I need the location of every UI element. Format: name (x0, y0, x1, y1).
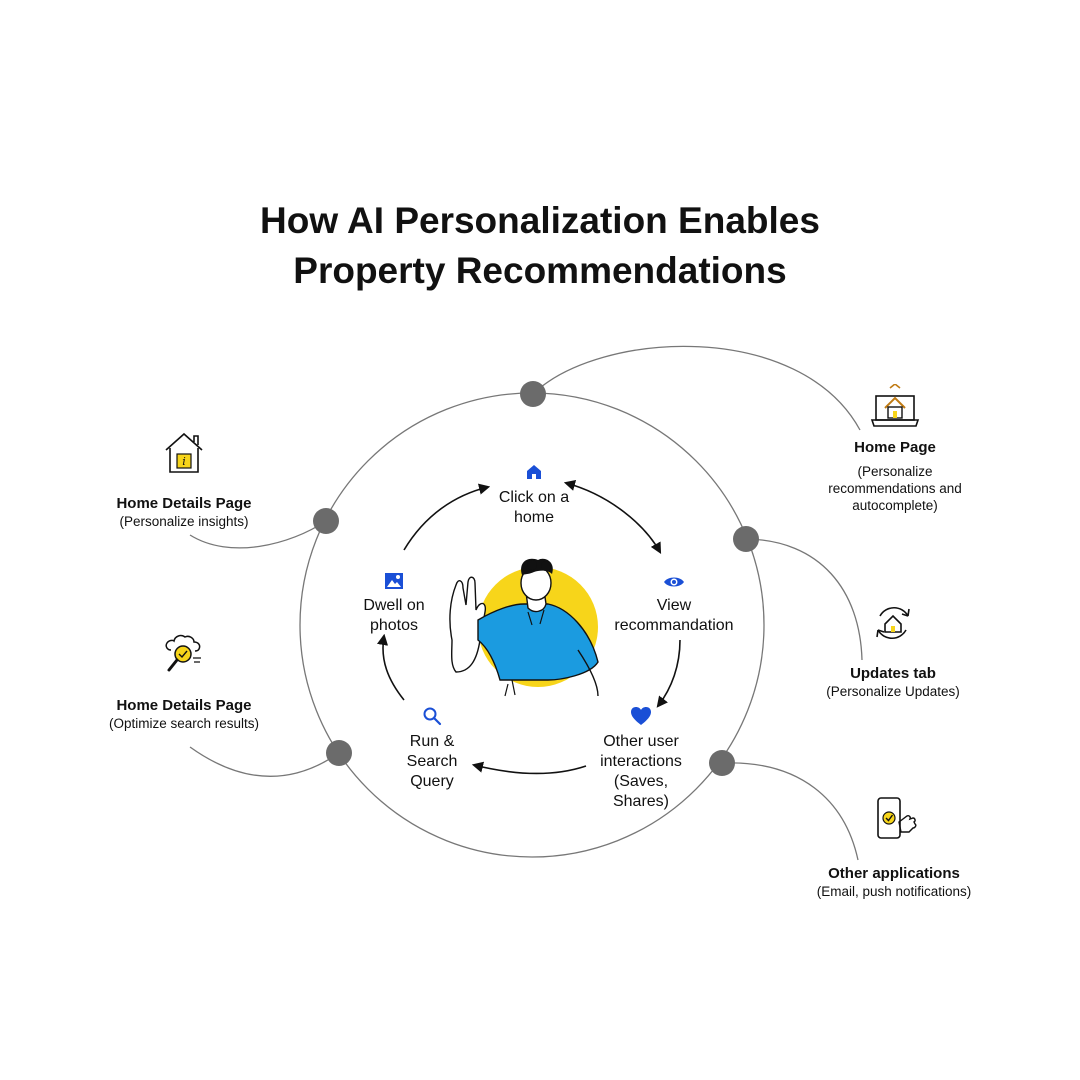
arrow-other-to-search (471, 761, 587, 775)
step-click-line1: Click on a (498, 489, 570, 506)
connector-updates (745, 538, 863, 661)
page-title: How AI Personalization Enables Property … (0, 196, 1080, 296)
other-apps-sub1: (Email, push notifications) (816, 884, 972, 899)
connector-details-search (189, 746, 340, 777)
connector-details-insights (189, 520, 327, 549)
outer-other-apps: Other applications (Email, push notifica… (794, 796, 994, 900)
node-updates[interactable] (733, 526, 759, 552)
image-icon (385, 573, 403, 589)
refresh-house-icon (876, 607, 910, 639)
node-details-insights[interactable] (313, 508, 339, 534)
house-search-icon (165, 634, 201, 672)
step-view-line1: View (656, 597, 692, 614)
house-info-icon: i (165, 432, 203, 473)
step-other-line4: Shares) (612, 793, 670, 810)
step-search-line2: Search (406, 753, 458, 770)
step-search-line1: Run & (409, 733, 455, 750)
node-details-search[interactable] (326, 740, 352, 766)
step-search-line3: Query (410, 773, 454, 790)
connector-other-apps (721, 762, 859, 861)
title-line-1: How AI Personalization Enables (260, 200, 820, 241)
details-insights-title: Home Details Page (116, 495, 252, 512)
laptop-house-icon (870, 382, 920, 427)
heart-icon (631, 707, 651, 725)
node-home-page[interactable] (520, 381, 546, 407)
step-other-interactions: Other user interactions (Saves, Shares) (580, 706, 702, 812)
phone-tap-icon (877, 797, 917, 839)
node-other-apps[interactable] (709, 750, 735, 776)
other-apps-title: Other applications (828, 865, 960, 882)
home-page-sub3: autocomplete) (852, 498, 938, 513)
home-page-title: Home Page (854, 439, 936, 456)
step-dwell-line1: Dwell on (363, 597, 425, 614)
arrow-photos-to-click (403, 483, 491, 551)
outer-updates-tab: Updates tab (Personalize Updates) (798, 602, 988, 700)
step-dwell-photos: Dwell on photos (348, 572, 440, 636)
updates-title: Updates tab (850, 665, 936, 682)
home-icon (527, 465, 541, 479)
svg-text:i: i (182, 455, 186, 468)
step-view-line2: recommandation (614, 617, 734, 634)
person-illustration (449, 558, 599, 697)
step-click-line2: home (513, 509, 555, 526)
step-dwell-line2: photos (369, 617, 419, 634)
connector-home-page (532, 345, 861, 431)
arrow-search-to-photos (377, 633, 405, 701)
details-search-title: Home Details Page (116, 697, 252, 714)
outer-home-page: Home Page (Personalize recommendations a… (800, 382, 990, 514)
outer-details-search: Home Details Page (Optimize search resul… (84, 630, 284, 732)
step-other-line2: interactions (600, 753, 682, 770)
details-insights-sub1: (Personalize insights) (119, 514, 249, 529)
step-other-line3: (Saves, (613, 773, 669, 790)
arrow-click-view (563, 479, 662, 554)
updates-sub1: (Personalize Updates) (826, 684, 960, 699)
details-search-sub1: (Optimize search results) (108, 716, 260, 731)
search-icon (423, 707, 442, 726)
home-page-sub1: (Personalize (857, 464, 933, 479)
step-other-line1: Other user (603, 733, 679, 750)
step-click-home: Click on a home (478, 462, 590, 528)
arrow-view-to-other (656, 639, 681, 708)
home-page-sub2: recommendations and (828, 481, 962, 496)
step-run-search: Run & Search Query (390, 706, 474, 792)
outer-details-insights: i Home Details Page (Personalize insight… (94, 430, 274, 530)
step-view-recommendation: View recommandation (598, 574, 750, 636)
eye-icon (664, 577, 684, 587)
title-line-2: Property Recommendations (293, 250, 787, 291)
